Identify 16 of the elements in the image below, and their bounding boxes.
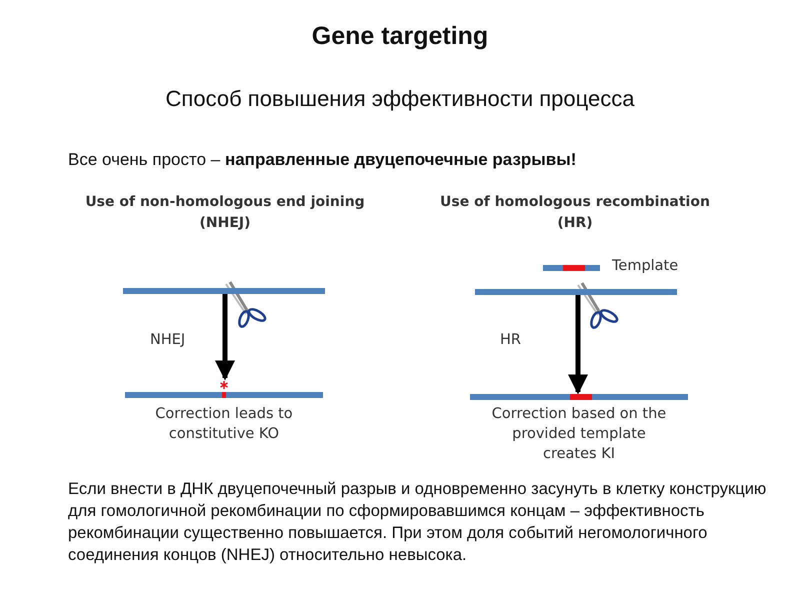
dna-strand bbox=[543, 265, 600, 271]
panel-heading: Use of homologous recombination (HR) bbox=[439, 193, 711, 233]
arrow bbox=[215, 294, 235, 380]
template-label: Template bbox=[612, 257, 680, 276]
dna-strand bbox=[470, 394, 688, 400]
panel-heading: Use of non-homologous end joining (NHEJ) bbox=[84, 193, 366, 233]
dna-strand bbox=[475, 289, 677, 295]
outcome-caption: Correction leads to constitutive KO bbox=[154, 405, 294, 444]
edge-label: NHEJ bbox=[150, 332, 186, 348]
outcome-caption: Correction based on the provided template creates KI bbox=[490, 405, 668, 464]
lead-sentence: Все очень просто – направленные двуцепочечные разрывы! bbox=[68, 150, 576, 170]
description-paragraph: Если внести в ДНК двуцепочечный разрыв и одновременно засунуть в клетку конструкцию для гомологичной рекомбинации по сформировавшимся концам – эффективность рекомбинации существенно повышается. При этом доля событий негомологичного соединения концов (NHEJ) относительно невысока. bbox=[68, 479, 768, 566]
arrow bbox=[568, 295, 588, 394]
subtitle: Способ повышения эффективности процесса bbox=[164, 86, 636, 112]
title: Gene targeting bbox=[310, 22, 490, 51]
dna-strand bbox=[123, 288, 325, 294]
